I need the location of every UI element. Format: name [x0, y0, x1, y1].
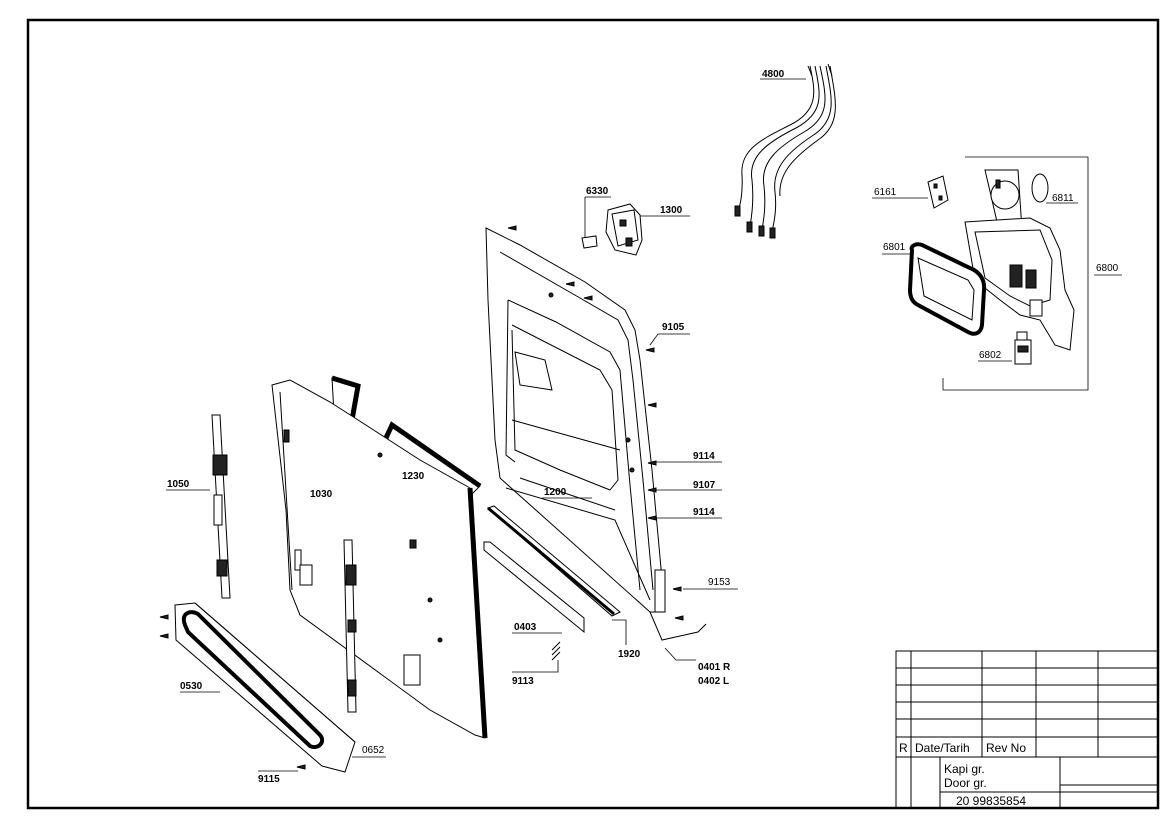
label-0652: 0652 [362, 745, 385, 756]
label-0403: 0403 [514, 622, 537, 633]
label-9115: 9115 [258, 774, 280, 785]
label-6161: 6161 [874, 187, 897, 198]
outer-door-panel-part [271, 379, 488, 739]
label-1200: 1200 [544, 487, 567, 498]
title-line-1: Kapi gr. [944, 762, 985, 776]
label-9107: 9107 [693, 480, 716, 491]
label-6802: 6802 [979, 350, 1002, 361]
rev-no-header: Rev No [986, 741, 1026, 755]
label-9114-upper: 9114 [693, 451, 715, 462]
label-0530: 0530 [180, 681, 203, 692]
label-0402-l: 0402 L [698, 676, 729, 687]
label-9105: 9105 [662, 322, 685, 333]
dispenser-assembly-part [907, 156, 1089, 391]
drawing-number: 20 99835854 [956, 794, 1026, 808]
label-9114-lower: 9114 [693, 507, 715, 518]
door-latch-part [581, 203, 643, 256]
label-9153: 9153 [708, 577, 731, 588]
label-1050: 1050 [167, 479, 190, 490]
label-6800: 6800 [1096, 263, 1119, 274]
label-1030: 1030 [310, 489, 333, 500]
label-0401-r: 0401 R [698, 662, 731, 673]
drawing-frame [26, 18, 1160, 810]
label-4800: 4800 [762, 69, 785, 80]
door-bracket-part [211, 414, 231, 599]
leader-lines [166, 78, 1122, 772]
date-header: Date/Tarih [915, 741, 970, 755]
label-6801: 6801 [883, 242, 906, 253]
label-9113: 9113 [512, 676, 534, 687]
label-6811: 6811 [1052, 193, 1074, 204]
rev-marker: R [899, 741, 908, 755]
screw-fasteners [159, 225, 684, 770]
door-strip-part [483, 505, 621, 634]
handle-trim-part [174, 602, 356, 773]
wire-harness-part [734, 63, 836, 239]
title-line-2: Door gr. [944, 776, 987, 790]
label-1300: 1300 [660, 205, 683, 216]
label-1920: 1920 [618, 649, 641, 660]
label-6330: 6330 [586, 186, 609, 197]
title-block: R Date/Tarih Rev No Kapi gr. Door gr. 20… [895, 650, 1159, 809]
inner-door-panel-part [485, 227, 707, 641]
part-labels: 4800 6330 1300 6161 6811 6801 6800 6802 … [167, 69, 1119, 785]
label-1230: 1230 [402, 471, 425, 482]
